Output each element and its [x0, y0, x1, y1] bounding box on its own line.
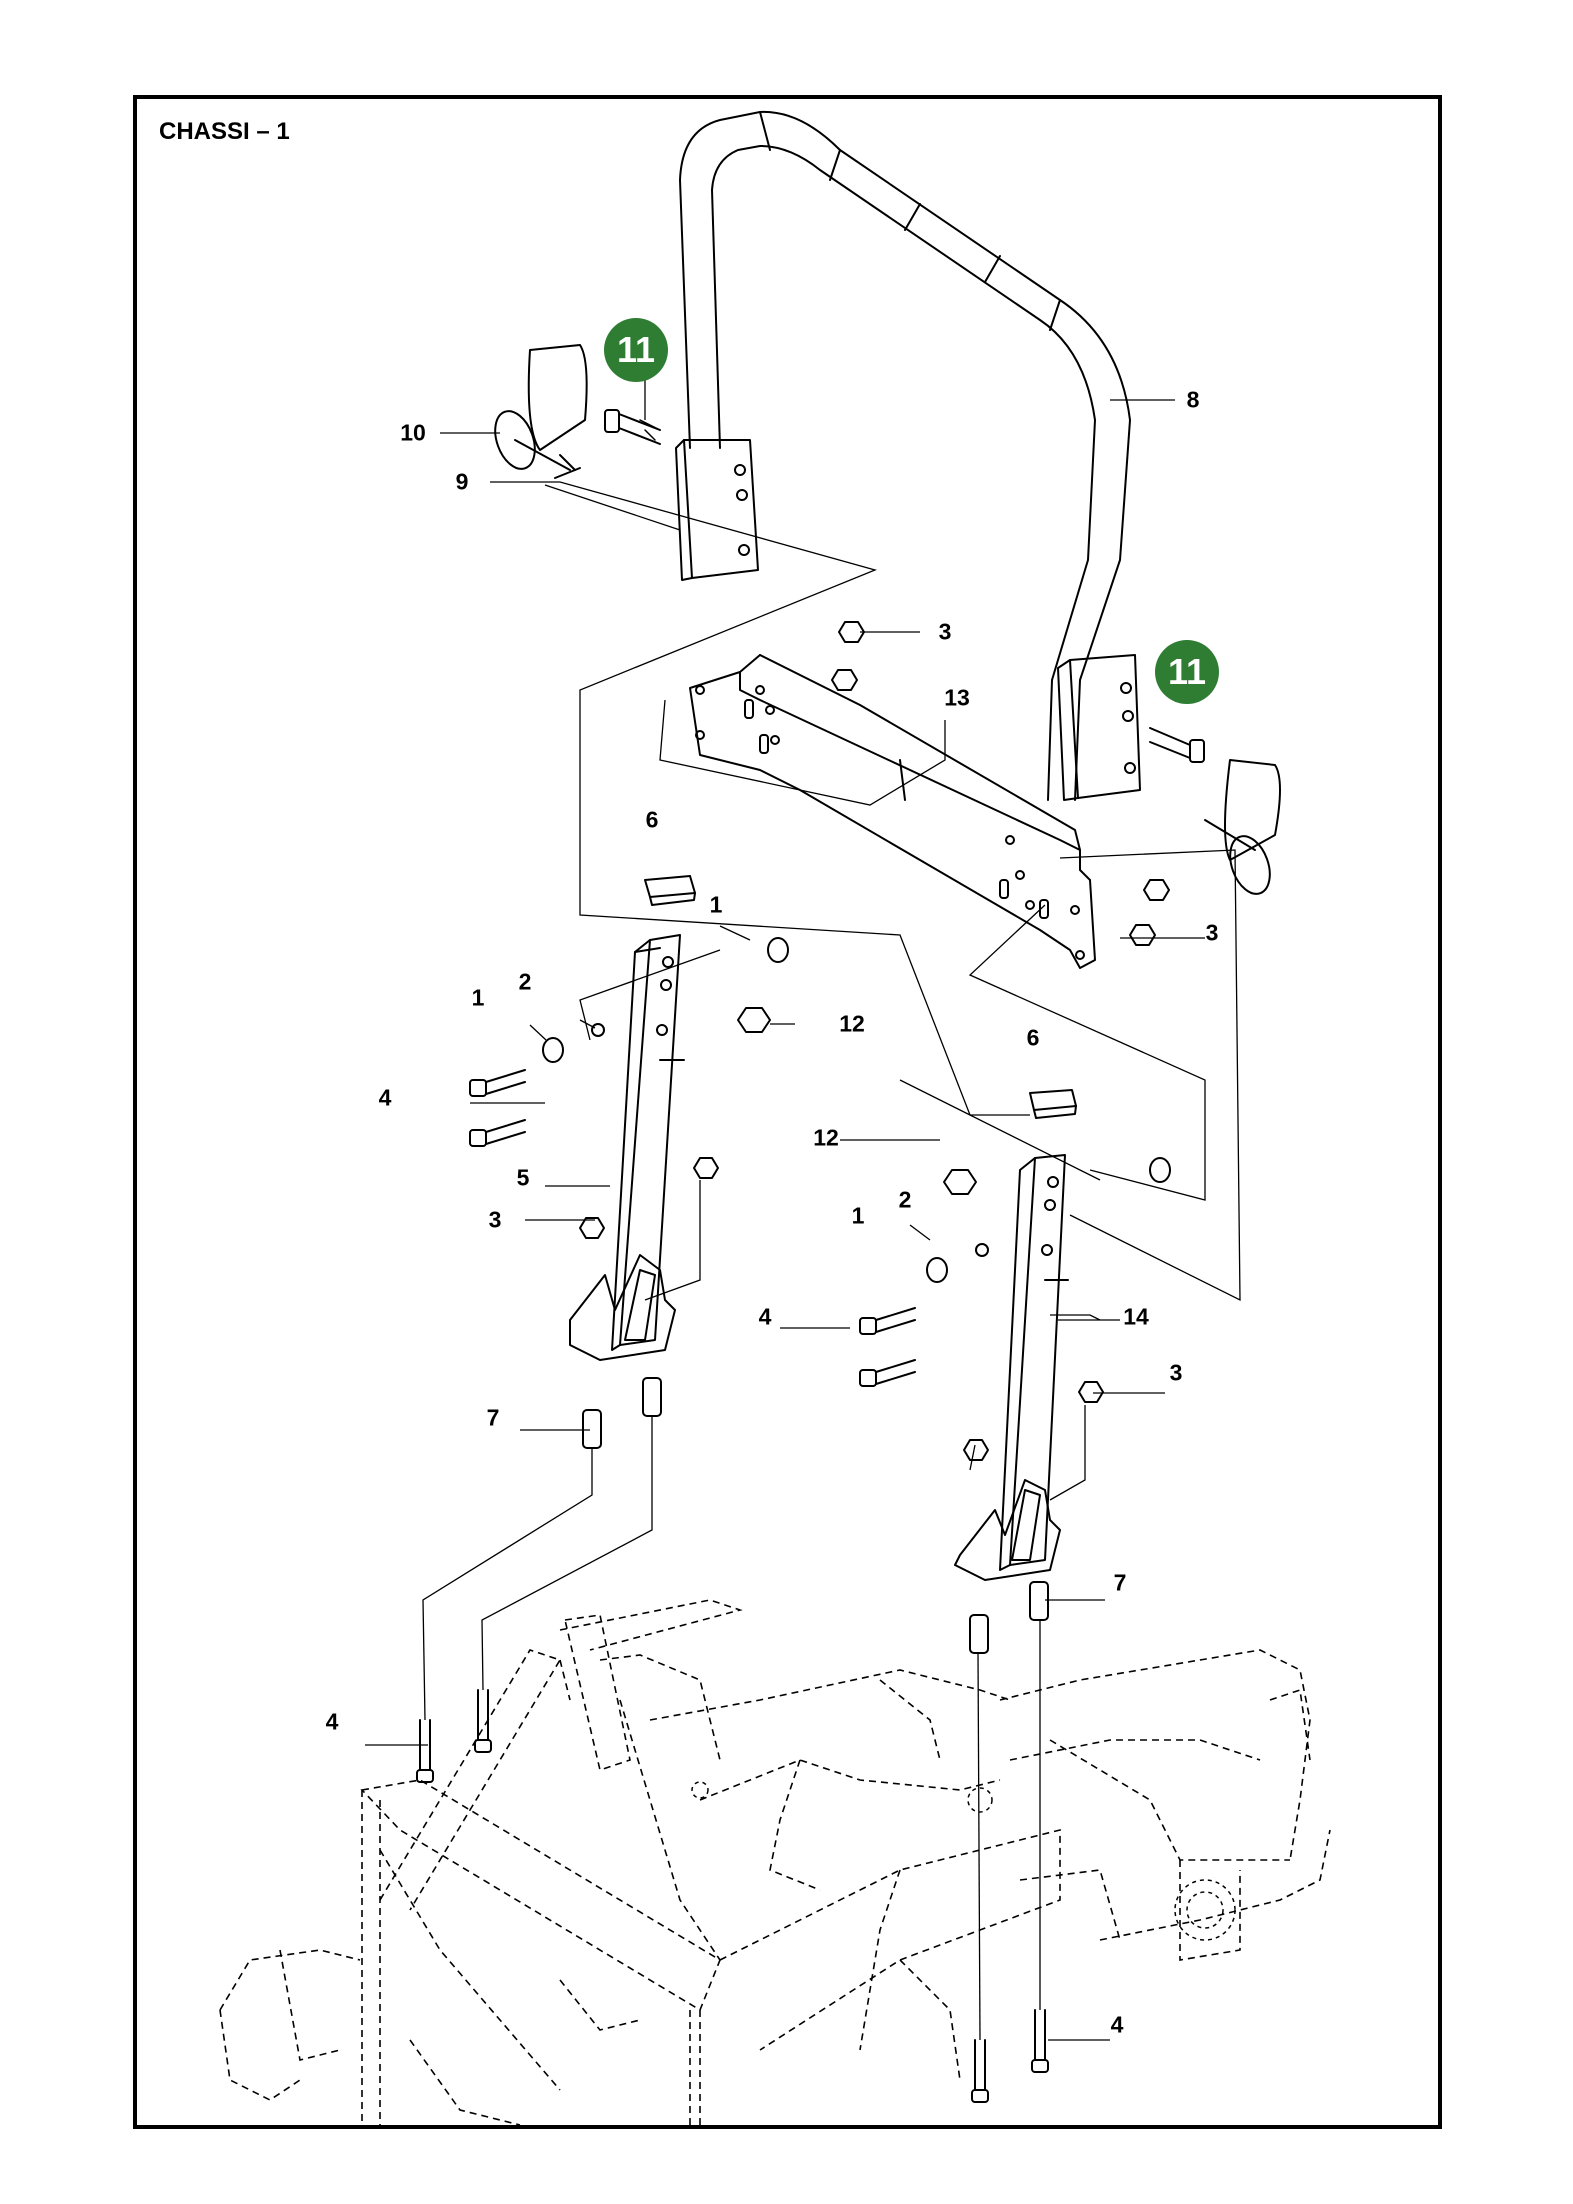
callout-label: 13 — [944, 684, 970, 711]
callout-label: 1 — [471, 984, 485, 1011]
hitch-pin-right — [1204, 759, 1281, 895]
callout-label: 10 — [400, 419, 426, 446]
highlight-badge: 11 — [1155, 640, 1219, 704]
nut — [831, 621, 1170, 946]
cross-brace — [689, 654, 1096, 969]
callout-label: 9 — [455, 468, 469, 495]
highlight-badge: 11 — [604, 318, 668, 382]
callout-label: 3 — [1169, 1359, 1183, 1386]
callout-label: 4 — [325, 1708, 339, 1735]
callout-label: 8 — [1186, 386, 1200, 413]
callout-label: 4 — [378, 1084, 392, 1111]
callout-label: 2 — [518, 968, 532, 995]
spacer — [582, 1377, 1049, 1654]
callout-label: 6 — [645, 806, 659, 833]
washer — [542, 937, 1171, 1461]
roll-bar — [675, 110, 1141, 801]
chassis-frame — [219, 1599, 1331, 2126]
callout-label: 4 — [1110, 2011, 1124, 2038]
pin-right — [1149, 727, 1205, 763]
upright-left — [569, 875, 696, 1361]
callout-label: 7 — [486, 1404, 500, 1431]
callout-label: 1 — [709, 891, 723, 918]
callout-label: 1 — [851, 1202, 865, 1229]
callout-label: 5 — [516, 1164, 530, 1191]
callout-label: 12 — [839, 1010, 865, 1037]
callout-label: 12 — [813, 1124, 839, 1151]
upright-right — [954, 1089, 1077, 1581]
bolt-vertical — [416, 1689, 1049, 2103]
diagram-border — [133, 95, 1442, 2129]
callout-label: 3 — [938, 618, 952, 645]
hitch-pin-left — [494, 344, 588, 479]
callout-label: 7 — [1113, 1569, 1127, 1596]
pin-left — [604, 409, 661, 445]
callout-label: 2 — [898, 1186, 912, 1213]
bolt — [469, 1069, 916, 1387]
callout-label: 6 — [1026, 1024, 1040, 1051]
callout-label: 14 — [1123, 1303, 1149, 1330]
page-title: CHASSI – 1 — [159, 118, 290, 145]
callout-label: 3 — [488, 1206, 502, 1233]
callout-label: 4 — [758, 1303, 772, 1330]
callout-label: 3 — [1205, 919, 1219, 946]
